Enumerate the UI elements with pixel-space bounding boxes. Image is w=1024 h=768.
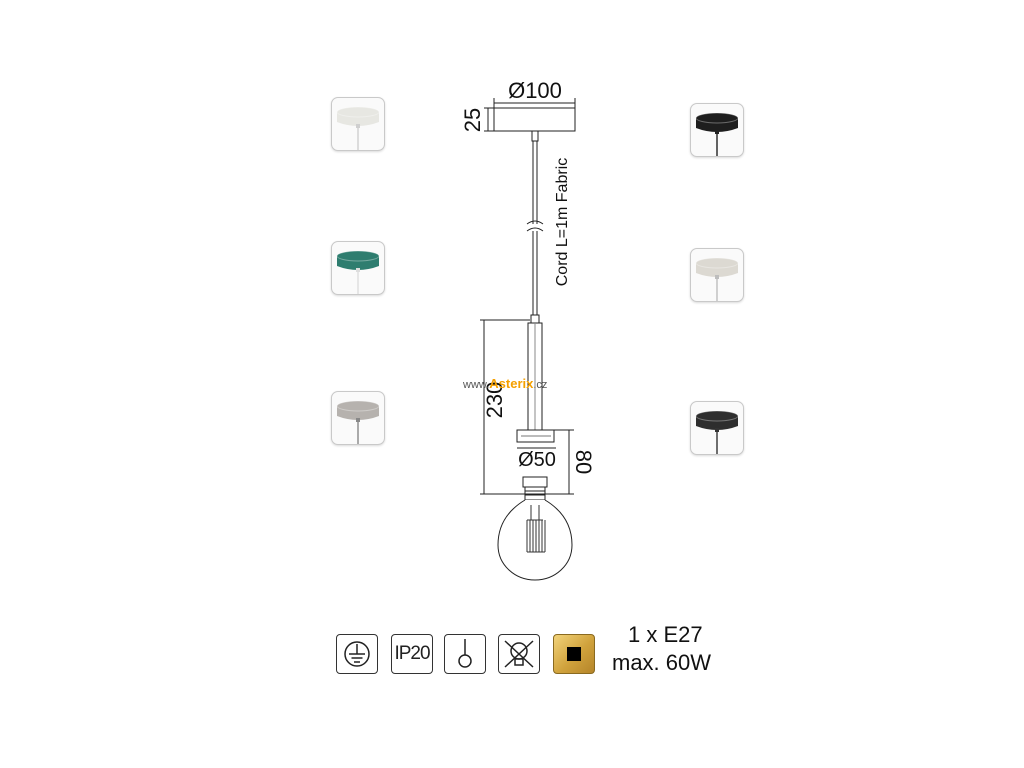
- variant-thumbnail-dark-grey: [695, 410, 739, 454]
- variant-cord-grip: [356, 124, 360, 128]
- bulb-filament: [526, 505, 546, 553]
- variant-black[interactable]: [690, 103, 744, 157]
- variant-canopy-top: [336, 400, 380, 412]
- bulb-spec: 1 x E27: [628, 622, 703, 647]
- cord-length-label: Cord L=1m Fabric: [554, 158, 571, 287]
- not-dimmable-icon: [498, 634, 540, 674]
- canopy-diameter-label: Ø100: [508, 78, 562, 103]
- variant-thumbnail-grey: [336, 400, 380, 444]
- bulb-globe: [497, 499, 573, 581]
- variant-thumbnail-beige: [695, 257, 739, 301]
- variant-thumbnail-white: [336, 106, 380, 150]
- cord-break-lower: [526, 227, 544, 232]
- canopy-height-label: 25: [460, 108, 485, 132]
- variant-cord-grip: [356, 418, 360, 422]
- variant-thumbnail-teal: [336, 250, 380, 294]
- variant-thumbnail-black: [695, 112, 739, 156]
- holder-diameter-label: Ø50: [518, 449, 556, 471]
- variant-canopy-top: [336, 106, 380, 118]
- variant-teal[interactable]: [331, 241, 385, 295]
- watermark-brand: Asterix: [489, 376, 534, 391]
- top-sleeve: [530, 314, 540, 324]
- cord-grip: [531, 130, 539, 142]
- variant-beige[interactable]: [690, 248, 744, 302]
- variant-cord-grip: [356, 268, 360, 272]
- canopy: [493, 107, 576, 132]
- variant-grey[interactable]: [331, 391, 385, 445]
- variant-canopy-top: [695, 112, 739, 124]
- power-spec: max. 60W: [612, 650, 712, 675]
- variant-white[interactable]: [331, 97, 385, 151]
- cord-break-upper: [526, 220, 544, 225]
- pendant-mount-icon: [444, 634, 486, 674]
- holder-height-label: 80: [571, 450, 596, 474]
- earth-ground-icon: [336, 634, 378, 674]
- variant-canopy-top: [336, 250, 380, 262]
- variant-canopy-top: [695, 410, 739, 422]
- ip-rating-badge: IP20: [391, 634, 433, 674]
- variant-cord-grip: [715, 428, 719, 432]
- finish-swatch-marker: [567, 647, 581, 661]
- variant-canopy-top: [695, 257, 739, 269]
- variant-cord-grip: [715, 275, 719, 279]
- watermark: www.Asterix.cz: [463, 376, 547, 391]
- gold-finish-swatch: [553, 634, 595, 674]
- body-height-label: 230: [482, 382, 507, 419]
- watermark-suffix: .cz: [533, 379, 548, 391]
- lamp-socket: [522, 476, 548, 488]
- variant-dark-grey[interactable]: [690, 401, 744, 455]
- watermark-prefix: www.: [463, 379, 490, 391]
- variant-cord-grip: [715, 130, 719, 134]
